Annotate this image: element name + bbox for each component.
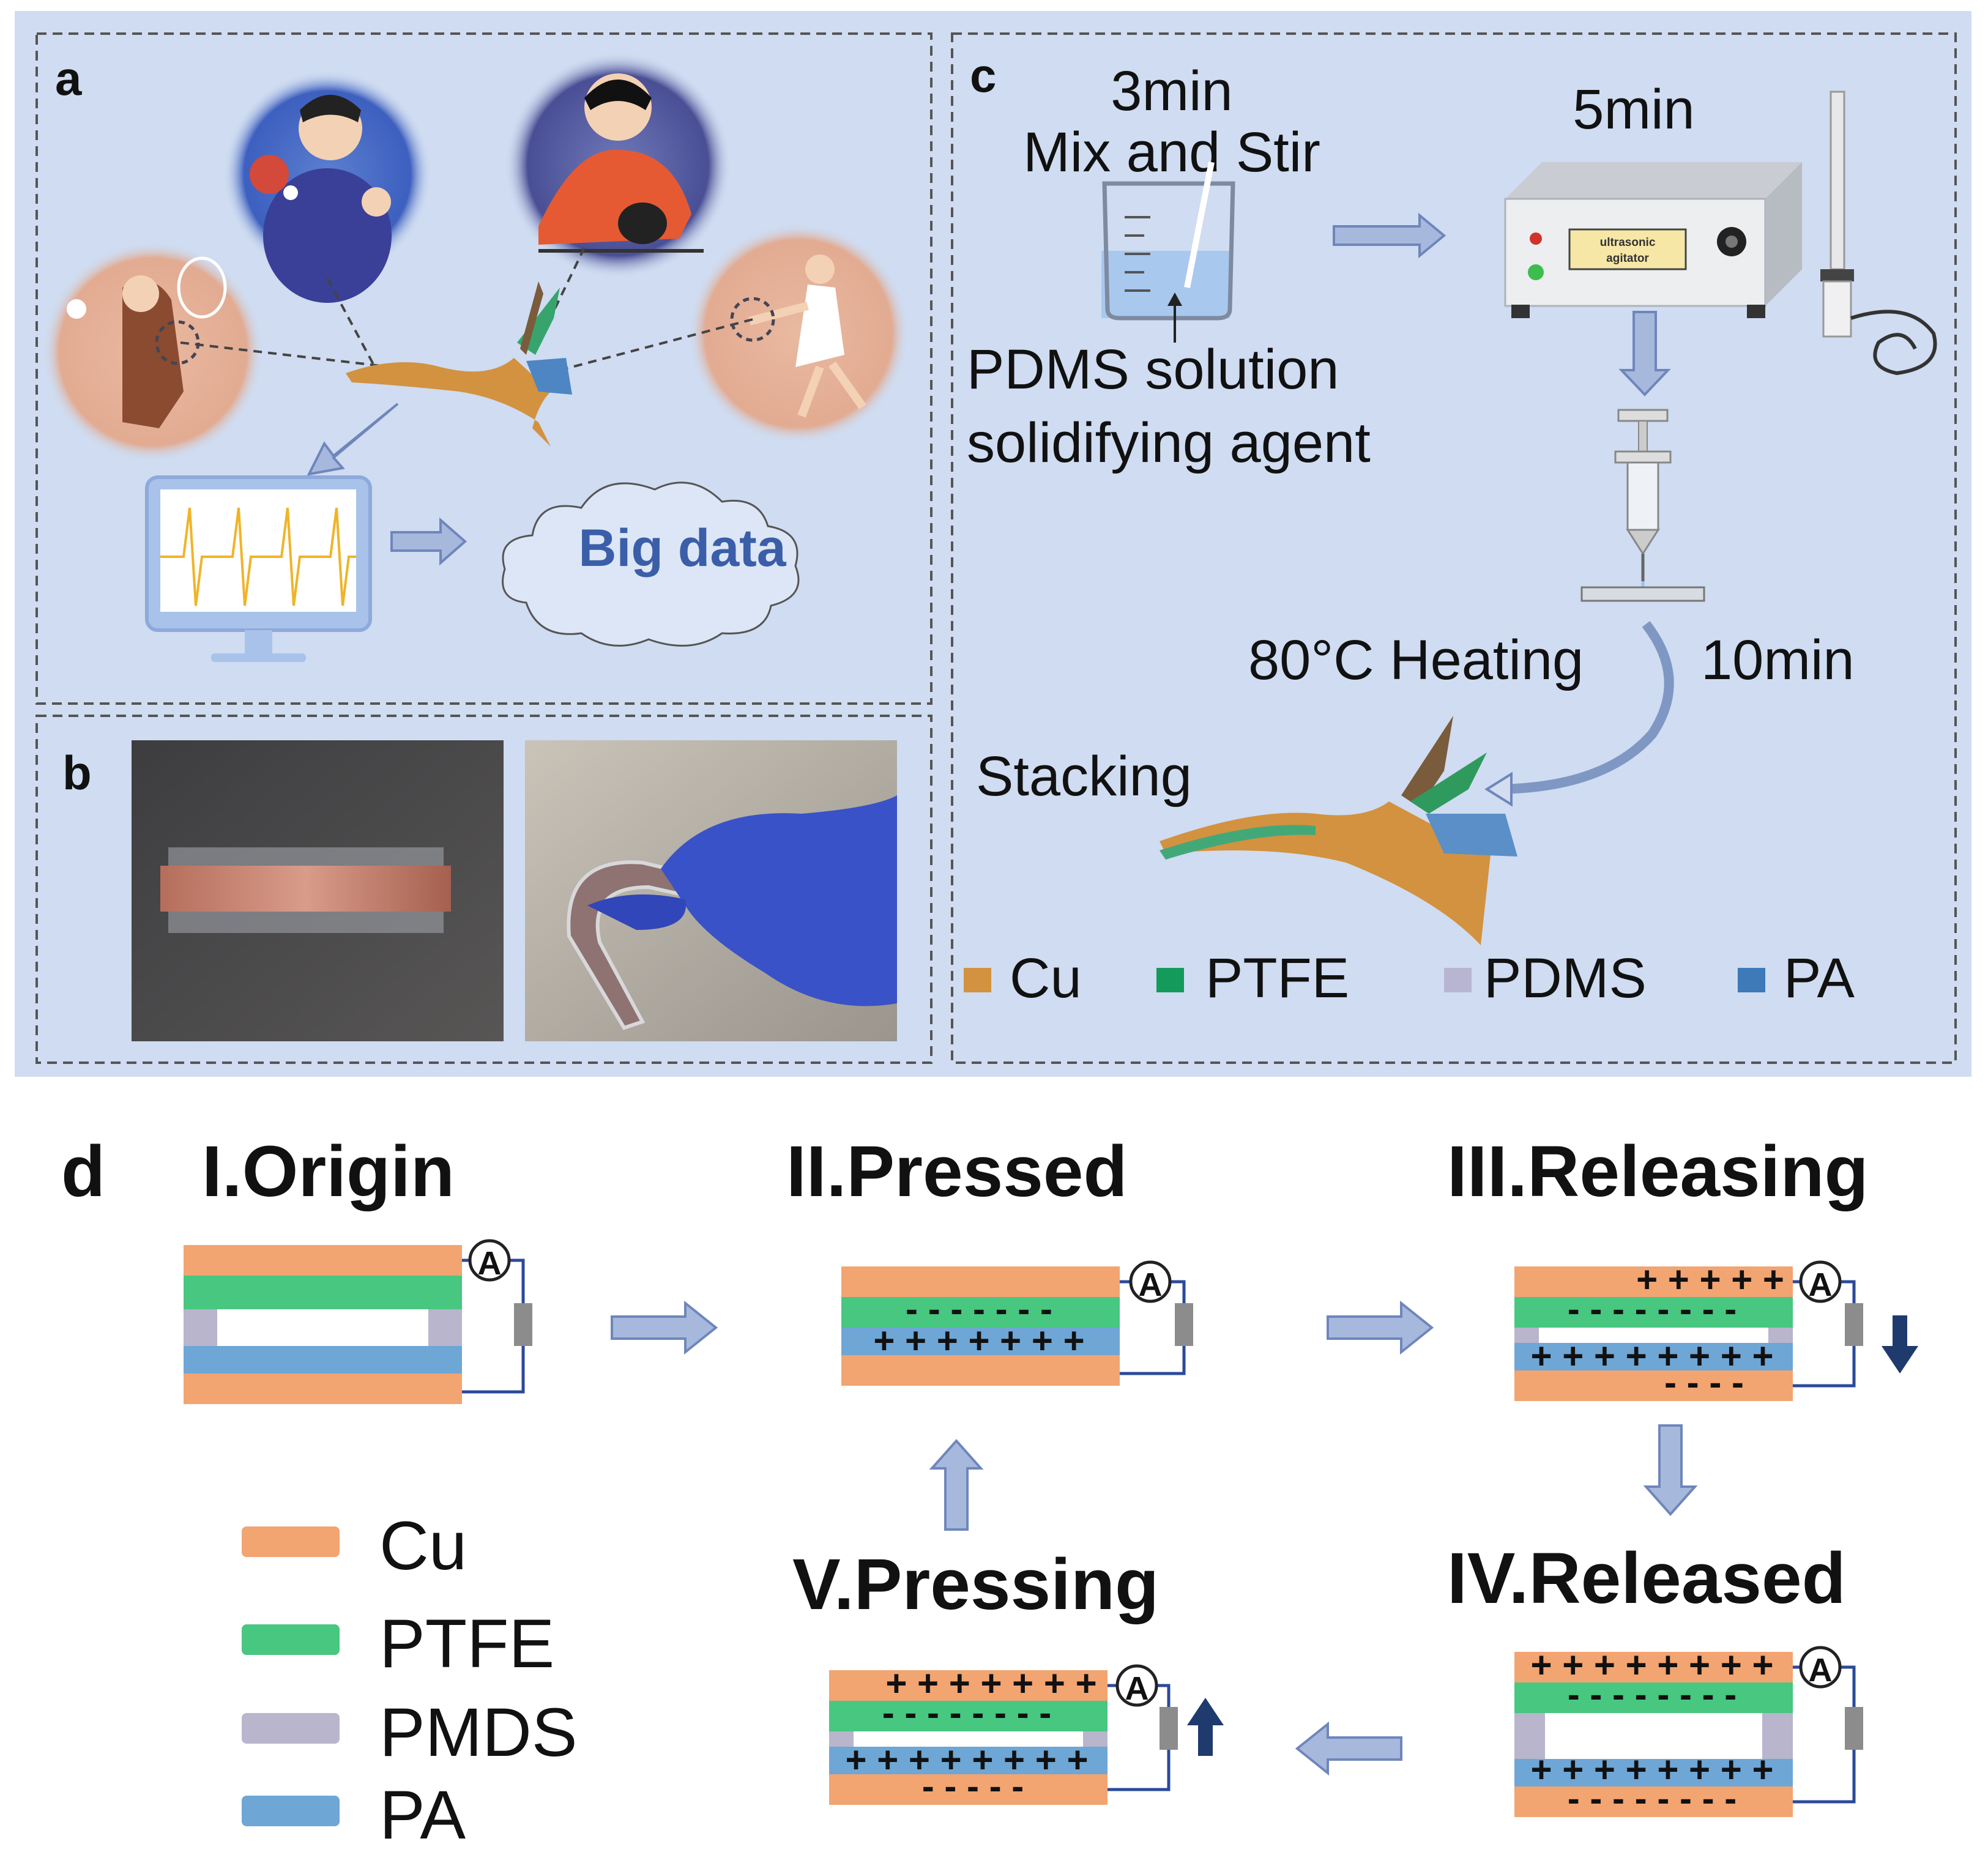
- panel-c-legend: Cu PTFE PDMS PA: [964, 947, 1855, 1009]
- legend-label: PA: [1784, 947, 1855, 1009]
- device-pressing: [829, 1664, 1224, 1805]
- ammeter-icon: A: [1125, 1670, 1149, 1707]
- legend-swatch-pa: [1738, 968, 1765, 992]
- device-releasing: [1514, 1260, 1918, 1401]
- monitor-icon: [145, 475, 372, 662]
- arrow-pressing-to-pressed: [929, 1438, 984, 1531]
- legend-label: PA: [379, 1777, 466, 1853]
- legend-label: PTFE: [1205, 947, 1349, 1009]
- stage-title-pressing: V.Pressing: [792, 1544, 1159, 1625]
- flat-device-photo: [132, 740, 504, 1041]
- panel-b-letter: b: [62, 746, 92, 800]
- heating-time-label: 10min: [1701, 629, 1855, 691]
- legend-swatch-cu: [964, 968, 991, 992]
- stage-title-released: IV.Released: [1447, 1538, 1846, 1619]
- charge-signs: - - - - - - -: [906, 1288, 1052, 1329]
- device-released: [1514, 1646, 1863, 1817]
- bent-device-photo: [525, 740, 897, 1041]
- charge-signs: + + + + +: [1636, 1259, 1784, 1300]
- heating-arrow-head: [1484, 771, 1513, 807]
- cloud-icon: [502, 481, 800, 647]
- arrow-origin-to-pressed: [611, 1300, 718, 1355]
- ammeter-icon: A: [1809, 1652, 1833, 1689]
- heating-curved-arrow: [1492, 621, 1674, 794]
- mix-and-stir-label: Mix and Stir: [1023, 121, 1320, 184]
- ultrasonic-agitator-icon: [1504, 162, 1802, 318]
- charge-signs: + + + + + + +: [873, 1320, 1084, 1361]
- panel-d-letter: d: [61, 1131, 105, 1212]
- legend-label: PMDS: [379, 1694, 578, 1771]
- solidifying-agent-label: solidifying agent: [967, 412, 1371, 474]
- arrow-released-to-pressing: [1295, 1721, 1402, 1776]
- charge-signs: + + + + + + + +: [1530, 1645, 1773, 1686]
- legend-swatch-pmds: [242, 1713, 340, 1744]
- arrow-film-to-monitor: [307, 403, 399, 476]
- legend-swatch-ptfe: [242, 1624, 340, 1655]
- ammeter-icon: A: [478, 1245, 502, 1282]
- panel-c-letter: c: [970, 48, 996, 102]
- charge-signs: + + + + + + + +: [845, 1739, 1088, 1780]
- legend-swatch-ptfe: [1156, 968, 1184, 992]
- arrow-monitor-to-cloud: [390, 517, 467, 566]
- charge-signs: - - - - - - - -: [1568, 1778, 1737, 1819]
- ammeter-icon: A: [1809, 1266, 1833, 1303]
- plate-icon: [1580, 586, 1705, 602]
- arrow-agitator-to-syringe: [1618, 311, 1671, 396]
- current-direction-arrow: [1882, 1315, 1918, 1374]
- big-data-label: Big data: [578, 519, 786, 578]
- stacking-label: Stacking: [976, 745, 1192, 808]
- agitator-label: ultrasonic: [1600, 236, 1656, 249]
- panel-a-letter: a: [55, 51, 82, 105]
- sensor-film-icon: [346, 281, 572, 447]
- legend-label: Cu: [379, 1507, 467, 1584]
- panel-c-border: [951, 32, 1957, 1064]
- badminton-player-icon: [43, 242, 263, 462]
- pdms-solution-label: PDMS solution: [967, 338, 1339, 401]
- charge-signs: + + + + + + +: [885, 1663, 1096, 1704]
- charge-signs: + + + + + + + +: [1530, 1749, 1773, 1790]
- panel-d-legend: Cu PTFE PMDS PA: [242, 1507, 578, 1853]
- panel-a-border: [35, 32, 933, 705]
- sensor-film-icon: [1160, 716, 1517, 945]
- legend-swatch-pdms: [1444, 968, 1472, 992]
- device-pressed: [841, 1260, 1193, 1386]
- ultrasonic-probe-icon: [1820, 91, 1937, 376]
- agitate-time-label: 5min: [1573, 78, 1694, 141]
- panel-b-border: [35, 715, 933, 1064]
- agitator-label: agitator: [1606, 252, 1649, 265]
- charge-signs: - - - -: [1664, 1362, 1744, 1403]
- arrow-releasing-to-released: [1643, 1424, 1698, 1517]
- tennis-player-icon: [688, 223, 909, 444]
- legend-swatch-cu: [242, 1526, 340, 1557]
- table-tennis-player-icon: [223, 70, 431, 303]
- arrow-pressed-to-releasing: [1327, 1300, 1434, 1355]
- charge-signs: - - - - - - - -: [1568, 1288, 1737, 1329]
- legend-swatch-pa: [242, 1796, 340, 1826]
- table-tennis-player-icon: [505, 52, 731, 278]
- mix-time-label: 3min: [1111, 60, 1232, 122]
- charge-signs: + + + + + + + +: [1530, 1336, 1773, 1377]
- device-origin: [184, 1239, 532, 1404]
- heating-label: 80°C Heating: [1248, 629, 1584, 691]
- charge-signs: - - - - - - - -: [882, 1692, 1052, 1733]
- arrow-beaker-to-agitator: [1333, 212, 1446, 259]
- stage-title-pressed: II.Pressed: [786, 1131, 1128, 1212]
- stage-title-releasing: III.Releasing: [1447, 1131, 1869, 1212]
- legend-label: PDMS: [1484, 947, 1647, 1009]
- charge-signs: - - - - - - - -: [1568, 1674, 1737, 1715]
- sensor-connector-lines: [180, 247, 753, 371]
- ammeter-icon: A: [1139, 1266, 1163, 1303]
- syringe-icon: [1614, 409, 1672, 590]
- beaker-icon: [1101, 162, 1235, 343]
- charge-signs: - - - - -: [922, 1766, 1024, 1807]
- stage-title-origin: I.Origin: [202, 1131, 455, 1212]
- legend-label: Cu: [1010, 947, 1082, 1009]
- legend-label: PTFE: [379, 1605, 554, 1682]
- current-direction-arrow: [1187, 1698, 1224, 1756]
